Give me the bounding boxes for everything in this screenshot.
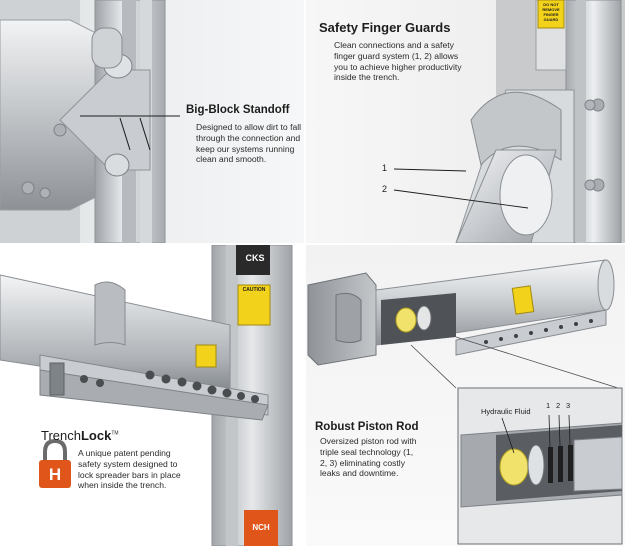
hydraulic-fluid-label: Hydraulic Fluid bbox=[481, 407, 531, 416]
standoff-line-2: through the connection and bbox=[196, 132, 301, 143]
standoff-line-1: Designed to allow dirt to fall bbox=[196, 122, 302, 132]
finger-guards-line-2: finger guard system (1, 2) allows bbox=[334, 50, 459, 61]
piston-line-4: leaks and downtime. bbox=[320, 468, 399, 479]
piston-line-3: 2, 3) eliminating costly bbox=[320, 457, 406, 468]
post-decal-top bbox=[236, 245, 270, 275]
trenchlock-line-2: safety system designed to bbox=[78, 458, 178, 469]
finger-guards-title: Safety Finger Guards bbox=[319, 20, 451, 35]
trenchlock-line-4: when inside the trench. bbox=[78, 480, 167, 491]
seal-2-label: 2 bbox=[556, 401, 561, 410]
finger-guards-line-3: you to achieve higher productivity bbox=[334, 61, 462, 72]
standoff-title: Big-Block Standoff bbox=[186, 104, 290, 116]
callout-1: 1 bbox=[382, 163, 388, 173]
caution-label: CAUTION bbox=[242, 287, 266, 293]
standoff-line-3: keep our systems running bbox=[196, 143, 295, 154]
piston-description: Oversized piston rod with triple seal te… bbox=[320, 436, 416, 479]
standoff-line-4: clean and smooth. bbox=[196, 154, 267, 165]
finger-guard-sticker bbox=[537, 0, 565, 29]
finger-guards-line-4: inside the trench. bbox=[334, 72, 400, 83]
trenchlock-brand-prefix: Trench bbox=[41, 428, 81, 443]
finger-guards-description: Clean connections and a safety finger gu… bbox=[334, 40, 462, 83]
finger-guards-panel: DO NOT REMOVE FINGER GUARD Safety Finger… bbox=[306, 0, 625, 243]
trenchlock-trademark: TM bbox=[111, 430, 119, 437]
lock-icon bbox=[39, 438, 71, 488]
piston-sticker bbox=[511, 285, 535, 315]
seal-1-label: 1 bbox=[546, 401, 551, 410]
post-text-bottom: NCH bbox=[252, 523, 270, 532]
seal-3-label: 3 bbox=[566, 401, 571, 410]
standoff-panel: Big-Block Standoff Designed to allow dir… bbox=[0, 0, 304, 243]
standoff-description: Designed to allow dirt to fall through t… bbox=[196, 122, 301, 165]
post-decal-bottom bbox=[244, 510, 278, 546]
piston-panel: Hydraulic Fluid 1 2 3 Robust Piston Rod … bbox=[306, 245, 625, 546]
standoff-illustration bbox=[0, 0, 180, 243]
trenchlock-brand-suffix: Lock bbox=[80, 428, 112, 443]
finger-guards-illustration bbox=[393, 0, 625, 243]
trenchlock-brand: TrenchLockTM bbox=[41, 428, 119, 443]
trenchlock-description: A unique patent pending safety system de… bbox=[78, 448, 181, 491]
trenchlock-line-3: lock spreader bars in place bbox=[78, 469, 181, 480]
finger-guards-line-1: Clean connections and a safety bbox=[334, 40, 454, 50]
piston-illustration bbox=[307, 259, 623, 545]
caution-sticker bbox=[237, 284, 271, 326]
post-text: CKS bbox=[245, 253, 265, 263]
piston-line-2: triple seal technology (1, bbox=[320, 446, 414, 457]
trenchlock-panel: CAUTION CKS NCH H TrenchLockTM A unique … bbox=[0, 245, 304, 546]
callout-2: 2 bbox=[382, 184, 388, 194]
trenchlock-sticker bbox=[195, 344, 217, 368]
piston-line-1: Oversized piston rod with bbox=[320, 436, 417, 446]
trenchlock-illustration bbox=[0, 245, 293, 546]
finger-guard-sticker-text: DO NOT REMOVE FINGER GUARD bbox=[542, 2, 560, 22]
piston-title: Robust Piston Rod bbox=[315, 421, 419, 433]
lock-letter: H bbox=[48, 465, 62, 484]
trenchlock-line-1: A unique patent pending bbox=[78, 448, 171, 458]
